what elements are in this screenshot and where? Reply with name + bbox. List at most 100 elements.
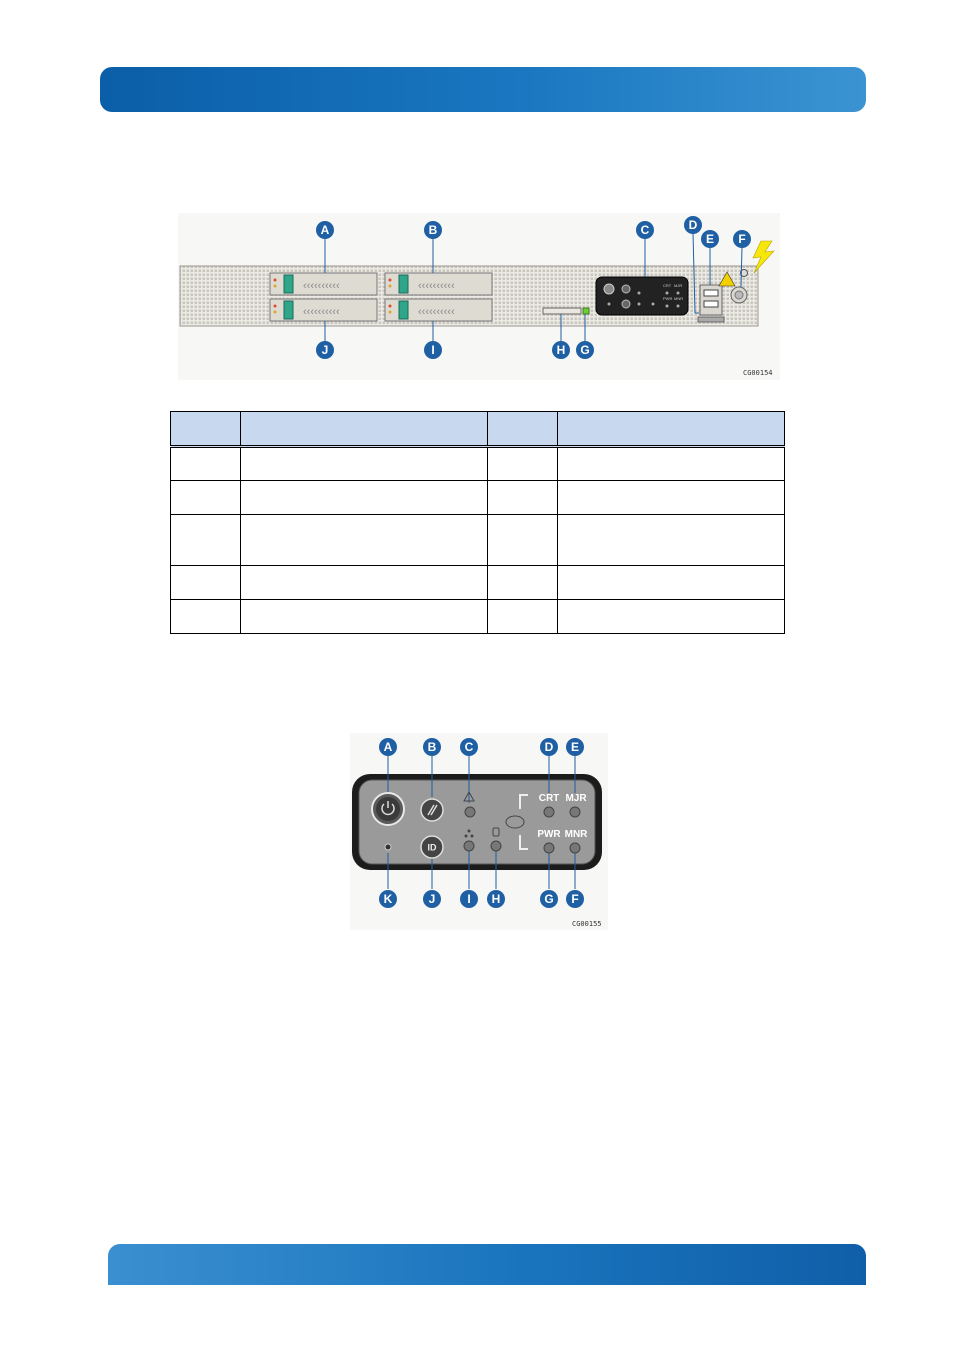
table-header-cell [556,411,786,448]
table-cell [556,599,786,634]
media-slot-h[interactable] [542,307,582,315]
network-icon [464,829,474,838]
callout-b: B [423,738,441,756]
svg-text:I: I [431,343,434,357]
control-panel-c[interactable]: CRT MJR PWR MNR [595,276,689,316]
table-header-cell [169,411,242,448]
drive-bay-j[interactable]: ‹‹‹‹‹‹‹‹‹‹ [269,298,378,322]
table-header-cell [240,411,488,448]
callout-h: H [552,341,570,359]
callout-c: C [460,738,478,756]
callout-d: D [540,738,558,756]
reset-button[interactable] [420,798,444,822]
lightning-bolt-icon [752,240,775,274]
callout-b: B [424,221,442,239]
critical-led-d [543,806,555,818]
svg-text:‹‹‹‹‹‹‹‹‹‹: ‹‹‹‹‹‹‹‹‹‹ [418,306,455,318]
callout-k: K [379,890,397,908]
panel-label-pwr: PWR [663,296,672,301]
callout-d: D [684,216,702,234]
callout-a: A [316,221,334,239]
table-header-cell [486,411,558,448]
svg-text:B: B [428,740,437,754]
table-header-row [169,411,786,448]
table-row [169,514,786,566]
power-button[interactable] [371,792,405,826]
id-button[interactable]: ID [420,835,444,859]
table-cell [486,599,558,634]
status-led-c [464,806,476,818]
callout-i: I [460,890,478,908]
power-led-g [543,842,555,854]
table-cell [169,446,242,481]
table-cell [486,565,558,600]
callout-j: J [316,341,334,359]
svg-text:E: E [706,232,714,246]
footer-banner [108,1244,866,1285]
table-cell [556,565,786,600]
svg-text:D: D [545,740,554,754]
status-led-g [582,307,590,315]
svg-text:I: I [467,892,470,906]
callout-i: I [424,341,442,359]
network-led-i [463,840,475,852]
svg-text:H: H [492,892,501,906]
table-row [169,599,786,634]
drive-bay-i[interactable]: ‹‹‹‹‹‹‹‹‹‹ [384,298,493,322]
table-cell [240,514,488,566]
panel-label-mnr: MNR [674,296,683,301]
drive-bay-b[interactable]: ‹‹‹‹‹‹‹‹‹‹ [384,272,493,296]
table-cell [240,446,488,481]
table-row [169,446,786,481]
label-mjr: MJR [565,793,587,804]
warning-label-icon [718,271,736,287]
drive-bay-a[interactable]: ‹‹‹‹‹‹‹‹‹‹ [269,272,378,296]
figure-caption: CG00154 [743,369,773,377]
usb-ports-e[interactable] [697,284,725,323]
table-cell [556,446,786,481]
label-pwr: PWR [537,829,561,840]
table-cell [486,446,558,481]
label-crt: CRT [539,793,560,804]
table-cell [556,480,786,515]
table-cell [169,514,242,566]
alarm-bracket [519,794,528,850]
figure-caption: CG00155 [572,920,602,928]
svg-text:G: G [580,343,589,357]
svg-text:D: D [689,218,698,232]
svg-text:A: A [384,740,393,754]
svg-text:K: K [384,892,393,906]
minor-led-f [569,842,581,854]
table-cell [240,565,488,600]
ground-connector-f[interactable] [730,269,748,304]
panel-label-mjr: MJR [674,283,682,288]
chassis-front-view-figure: ‹‹‹‹‹‹‹‹‹‹ ‹‹‹‹‹‹‹‹‹‹ ‹‹‹‹‹‹‹‹‹‹ ‹‹‹‹‹‹‹… [178,213,780,380]
control-panel-detail-figure: ID CRT MJR PWR MNR A B C D E K J I H G F… [350,733,608,930]
table-cell [169,565,242,600]
table-row [169,565,786,600]
svg-text:A: A [321,223,330,237]
svg-text:‹‹‹‹‹‹‹‹‹‹: ‹‹‹‹‹‹‹‹‹‹ [303,306,340,318]
svg-text:F: F [738,232,745,246]
svg-text:E: E [571,740,579,754]
label-mnr: MNR [565,829,589,840]
alarm-group-icon [505,815,525,829]
warning-icon [463,790,475,802]
svg-text:F: F [571,892,578,906]
svg-text:C: C [641,223,650,237]
callout-f: F [566,890,584,908]
table-cell [169,480,242,515]
panel-face [358,779,596,865]
callout-g: G [576,341,594,359]
table-cell [486,514,558,566]
table-cell [240,480,488,515]
panel-label-crt: CRT [663,283,672,288]
svg-text:B: B [429,223,438,237]
callout-legend-table [169,411,786,634]
table-row [169,480,786,515]
disk-led-h [490,840,502,852]
svg-text:G: G [544,892,553,906]
svg-text:‹‹‹‹‹‹‹‹‹‹: ‹‹‹‹‹‹‹‹‹‹ [418,280,455,292]
svg-text:C: C [465,740,474,754]
callout-c: C [636,221,654,239]
